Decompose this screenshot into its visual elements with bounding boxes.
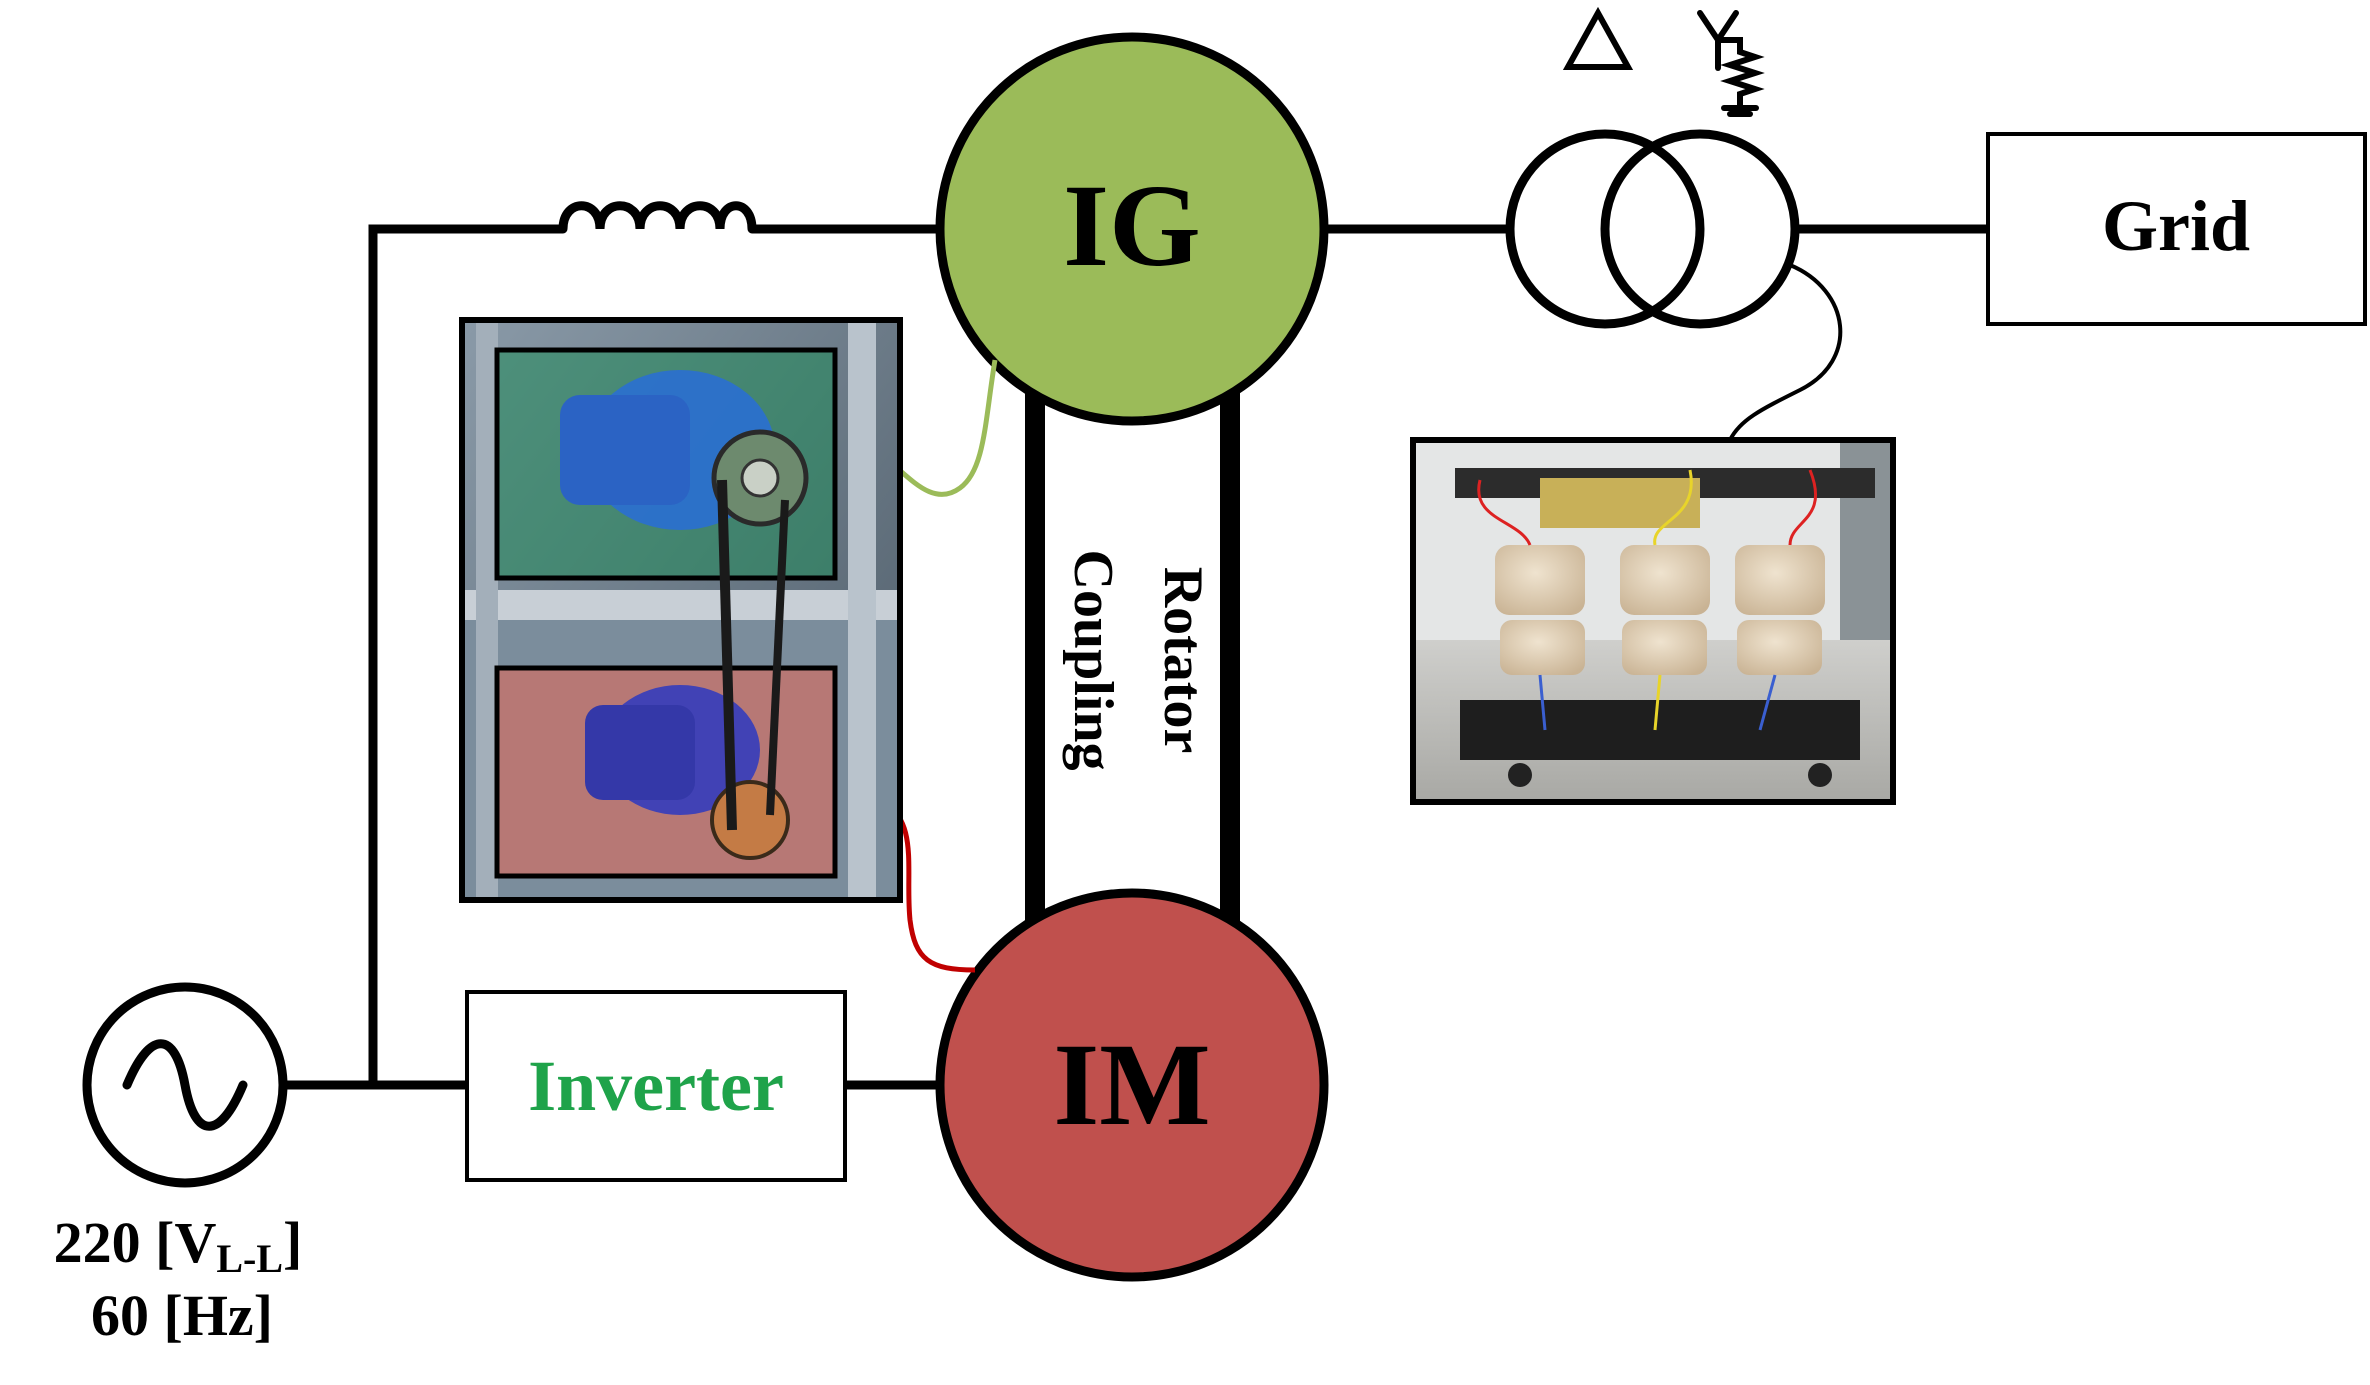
ac-sine-source-icon [82, 982, 288, 1188]
wye-grounded-symbol-icon: Y [1697, 10, 1765, 117]
inverter-box [465, 990, 847, 1182]
grid-box [1986, 132, 2367, 326]
ig-label: IG [1063, 160, 1201, 291]
induction-generator: IG [935, 32, 1329, 426]
inductor-coil-icon [558, 201, 757, 234]
primary-winding [1505, 129, 1705, 329]
secondary-winding [1600, 129, 1800, 329]
wiring [283, 224, 1988, 1090]
source-voltage: 220 [VL-L] [54, 1210, 303, 1281]
two-winding-transformer-icon [1505, 129, 1800, 329]
transformer-photo-leader [1728, 263, 1843, 441]
ig-circle [935, 32, 1329, 426]
transformer-photo [1410, 437, 1896, 805]
rotator-coupling: Rotator Coupling [1025, 380, 1240, 940]
coupling-label-coupling: Coupling [1062, 550, 1124, 771]
left-bus-wire [283, 224, 563, 1090]
grid-block: Grid [1986, 132, 2367, 326]
motor-generator-photo [459, 317, 903, 903]
im-circle [935, 888, 1329, 1282]
im-label: IM [1053, 1019, 1210, 1150]
coupling-label-rotator: Rotator [1152, 567, 1214, 754]
source-voltage-subscript: L-L [216, 1236, 283, 1281]
source-voltage-close: ] [283, 1210, 302, 1275]
delta-symbol-icon: Δ [1562, 6, 1634, 70]
inverter-block: Inverter [465, 990, 847, 1182]
inverter-label: Inverter [528, 1046, 784, 1126]
source-voltage-value: 220 [V [54, 1210, 217, 1275]
induction-motor: IM [935, 888, 1329, 1282]
source-frequency: 60 [Hz] [91, 1283, 273, 1348]
ground-icon [1721, 103, 1759, 117]
grid-label: Grid [2102, 186, 2250, 266]
